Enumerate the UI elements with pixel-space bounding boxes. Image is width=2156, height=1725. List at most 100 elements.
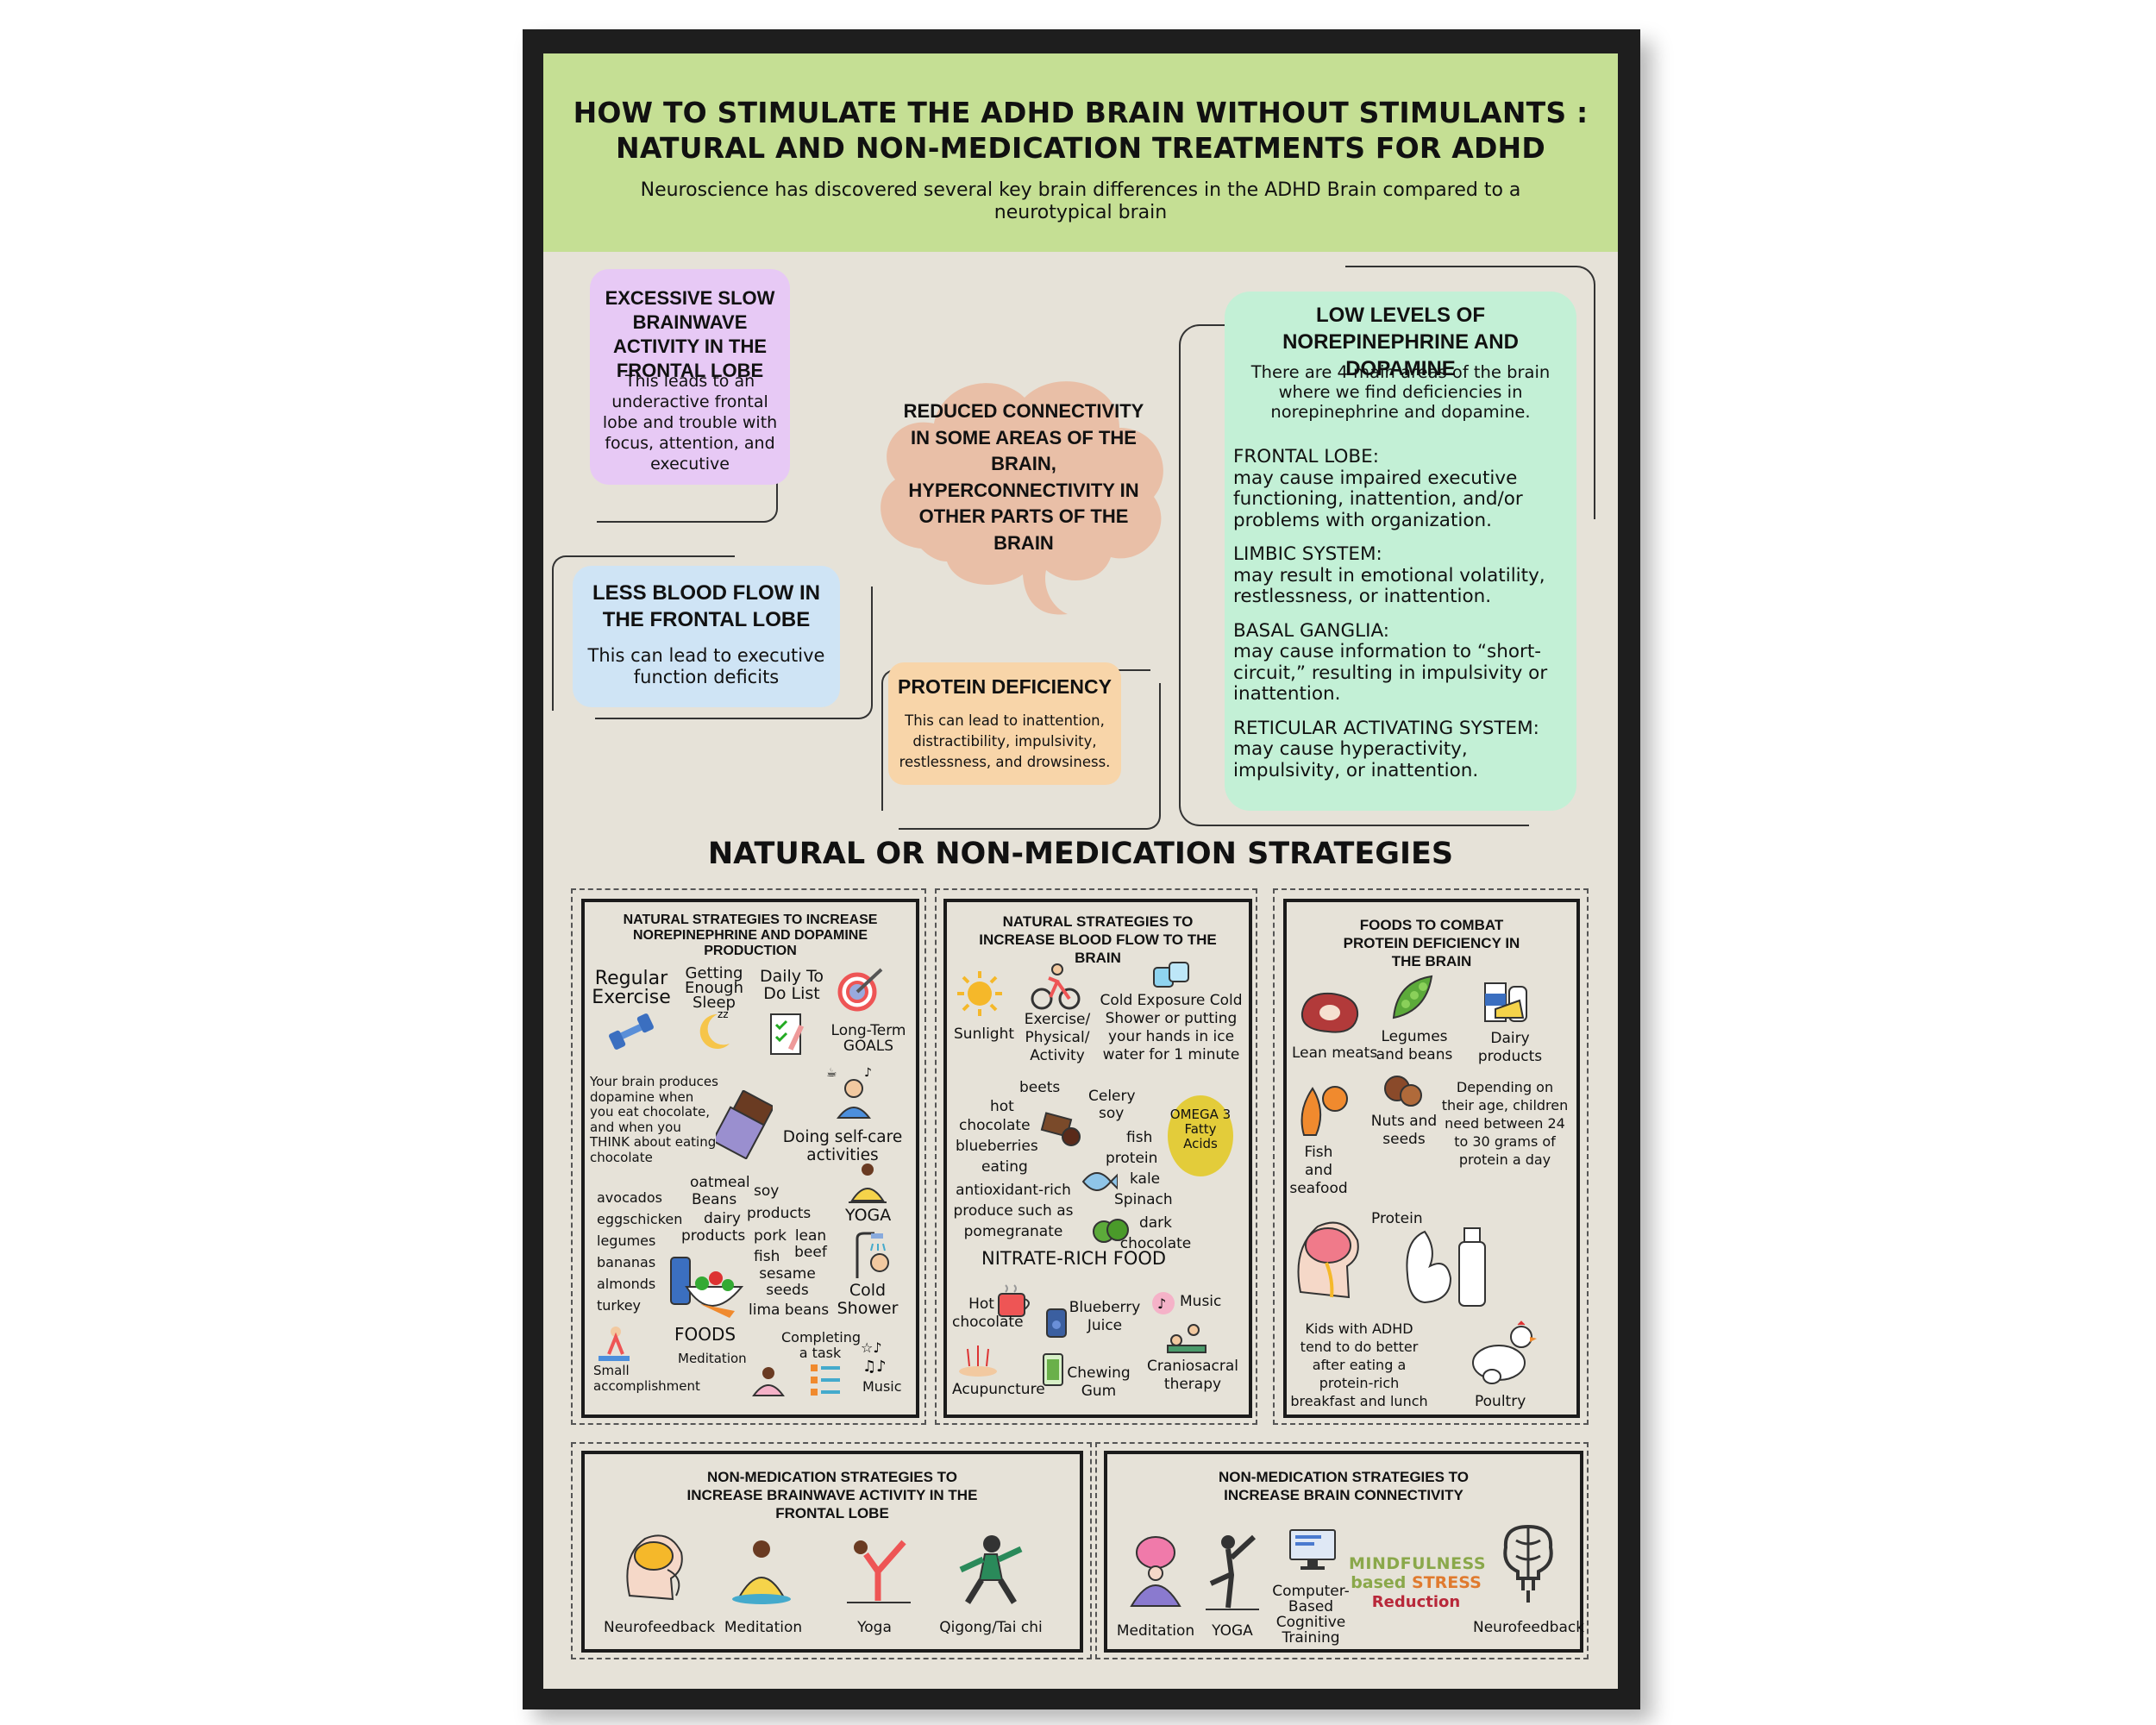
box-title: NON-MEDICATION STRATEGIES TO INCREASE BR… [1219, 1469, 1469, 1503]
small-accomplishment-label: Small accomplishment [593, 1363, 700, 1394]
box-title: NATURAL STRATEGIES TO INCREASE BLOOD FLO… [979, 913, 1217, 966]
blood-flow-title: LESS BLOOD FLOW IN THE FRONTAL LOBE [592, 581, 820, 631]
todo-label: Daily To Do List [759, 967, 824, 1003]
sun-icon [957, 971, 1002, 1016]
regular-exercise-label: Regular Exercise [592, 968, 671, 1008]
greens-icon [1093, 1219, 1129, 1243]
brain-area-text: may result in emotional volatility, rest… [1233, 564, 1545, 607]
food-spinach: Spinach [1114, 1191, 1173, 1208]
hot-chocolate-label: Hot chocolate [952, 1295, 1024, 1331]
omega-label: OMEGA 3 Fatty Acids [1169, 1107, 1232, 1151]
omega-badge [1168, 1095, 1233, 1176]
box-title: NON-MEDICATION STRATEGIES TO INCREASE BR… [686, 1469, 978, 1521]
kids-protein-text: Kids with ADHD tend to do better after e… [1290, 1320, 1428, 1409]
meditation-label: Meditation [678, 1351, 747, 1366]
music-notes-icon: ☆♪♫♪ [861, 1339, 887, 1375]
box-outline [1273, 888, 1589, 1425]
brain-area-name: LIMBIC SYSTEM: [1233, 543, 1382, 565]
computer-training-label: Computer-Based Cognitive Training [1272, 1583, 1350, 1647]
blood-flow-card: LESS BLOOD FLOW IN THE FRONTAL LOBE This… [573, 566, 840, 707]
sleep-label: Getting Enough Sleep [684, 964, 744, 1012]
food-sesame: sesame seeds [759, 1265, 816, 1299]
dairy-label: Dairy products [1477, 1030, 1543, 1065]
lean-meats-label: Lean meats [1292, 1044, 1378, 1062]
connectivity-item-label: Meditation [1116, 1622, 1195, 1640]
peas-icon [1392, 975, 1433, 1019]
food-dark-chocolate: dark chocolate [1119, 1214, 1192, 1252]
protein-body: This can lead to inattention, distractib… [899, 712, 1111, 770]
self-care-label: Doing self-care activities [782, 1128, 903, 1164]
box-outline [571, 888, 926, 1425]
meditation-brain-icon [1130, 1536, 1181, 1607]
nuts-icon [1384, 1076, 1422, 1107]
neurotransmitter-title: LOW LEVELS OF NOREPINEPHRINE AND DOPAMIN… [1282, 304, 1519, 380]
slow-brainwave-body: This leads to an underactive frontal lob… [602, 372, 778, 474]
food-soy: soy [754, 1182, 780, 1200]
brain-area-item: RETICULAR ACTIVATING SYSTEM: may cause h… [1233, 718, 1571, 782]
fish-icon [1081, 1172, 1118, 1191]
nitrate-label: NITRATE-RICH FOOD [981, 1248, 1167, 1269]
chocolate-text: Your brain produces dopamine when you ea… [590, 1074, 718, 1165]
self-care-person-icon: ☕♪ [826, 1066, 872, 1119]
protein-foods-box: FOODS TO COMBAT PROTEIN DEFICIENCY IN TH… [1283, 899, 1580, 1418]
muscle-shaker-icon [1406, 1227, 1486, 1307]
box-outline [935, 888, 1257, 1425]
blood-flow-strategies-box: NATURAL STRATEGIES TO INCREASE BLOOD FLO… [943, 899, 1252, 1418]
yoga-label: YOGA [845, 1206, 892, 1225]
gum-icon [1043, 1353, 1063, 1386]
brainwave-item-label: Qigong/Tai chi [939, 1619, 1043, 1636]
therapy-icon [1167, 1324, 1206, 1353]
food-fish: fish [1126, 1129, 1153, 1146]
chocolate-bar-icon [716, 1090, 773, 1159]
box-outline [1095, 1442, 1589, 1659]
fish-seafood-label: Fish and seafood [1289, 1144, 1348, 1197]
target-icon [837, 968, 883, 1012]
neurofeedback-head-icon [626, 1534, 683, 1601]
brain-area-text: may cause impaired executive functioning… [1233, 467, 1523, 531]
svg-text:♪: ♪ [1157, 1295, 1166, 1312]
food-hot: hot [990, 1098, 1014, 1115]
meditation-icon [732, 1540, 791, 1604]
connectivity-item-label: YOGA [1212, 1622, 1253, 1640]
header-banner [543, 53, 1618, 252]
ice-cubes-icon [1153, 962, 1189, 988]
neurotransmitter-card: LOW LEVELS OF NOREPINEPHRINE AND DOPAMIN… [1225, 292, 1576, 811]
music-label: Music [1180, 1293, 1222, 1310]
brain-head-icon [1297, 1221, 1359, 1299]
food-soy-products: products [747, 1205, 812, 1222]
box-title: NATURAL STRATEGIES TO INCREASE NOREPINEP… [623, 913, 878, 958]
cloud-shape [881, 381, 1163, 615]
poster-subtitle: Neuroscience has discovered several key … [640, 179, 1521, 223]
foods-list-col1: avocados eggschicken legumes bananas alm… [597, 1189, 683, 1314]
meditation-icon [752, 1367, 785, 1396]
blueberry-juice-label: Blueberry Juice [1069, 1299, 1141, 1334]
craniosacral-label: Craniosacral therapy [1147, 1358, 1238, 1393]
task-list-icon [811, 1364, 840, 1396]
antioxidant-label: antioxidant-rich produce such as pomegra… [953, 1182, 1074, 1240]
sunlight-label: Sunlight [954, 1026, 1015, 1043]
moon-sleep-icon: zz [699, 1008, 730, 1049]
cold-shower-label: Cold Shower [837, 1281, 899, 1318]
shower-icon [856, 1232, 889, 1278]
svg-text:♫♪: ♫♪ [862, 1358, 887, 1375]
completing-task-label: Completing a task [781, 1329, 862, 1361]
food-dairy-products: products [681, 1227, 746, 1245]
yoga-pose-icon [1206, 1534, 1259, 1610]
connectivity-item-label: Neurofeedback [1473, 1619, 1585, 1636]
cyclist-icon [1031, 963, 1081, 1010]
brain-areas-list: FRONTAL LOBE: may cause impaired executi… [1233, 446, 1571, 782]
poster: HOW TO STIMULATE THE ADHD BRAIN WITHOUT … [543, 53, 1618, 1689]
neurotransmitter-intro: There are 4 main areas of the brain wher… [1250, 362, 1551, 422]
chicken-icon [1472, 1320, 1537, 1384]
poster-title: HOW TO STIMULATE THE ADHD BRAIN WITHOUT … [573, 96, 1589, 165]
accomplishment-icon [599, 1327, 630, 1361]
nuts-seeds-label: Nuts and seeds [1370, 1113, 1438, 1148]
food-lean-beef: lean beef [794, 1227, 827, 1261]
food-protein: protein [1106, 1150, 1158, 1167]
mbsr-line3: Reduction [1371, 1593, 1461, 1611]
food-chocolate: chocolate [959, 1117, 1031, 1134]
food-beets: beets [1019, 1079, 1061, 1096]
connectivity-text: REDUCED CONNECTIVITY IN SOME AREAS OF TH… [903, 400, 1144, 554]
food-fish: fish [754, 1248, 780, 1265]
music-label: Music [862, 1378, 902, 1395]
